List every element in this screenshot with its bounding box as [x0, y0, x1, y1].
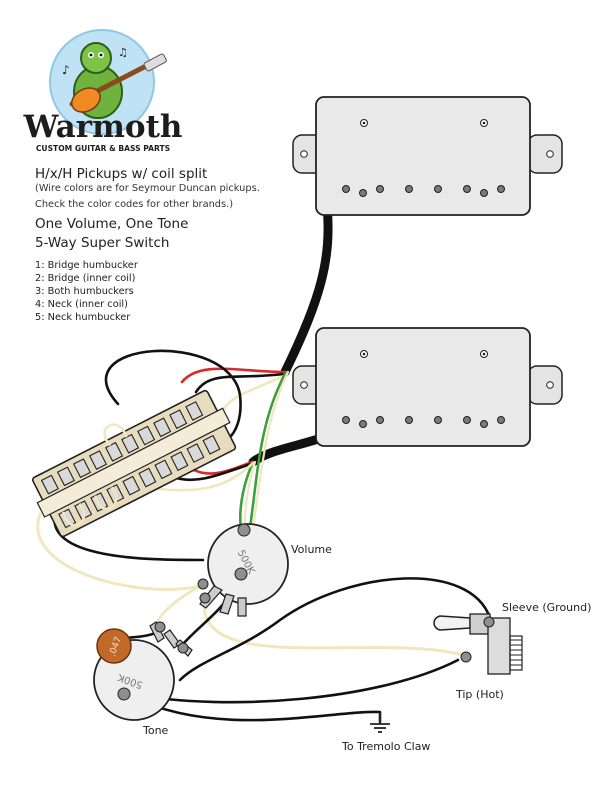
switch-position-item: 1: Bridge humbucker: [35, 260, 138, 271]
brand-tagline: CUSTOM GUITAR & BASS PARTS: [36, 144, 170, 153]
switch-jumpers: [62, 423, 128, 527]
switch-positions-list: 1: Bridge humbucker 2: Bridge (inner coi…: [35, 259, 295, 324]
solder-joint: [460, 651, 472, 663]
tip-label: Tip (Hot): [456, 688, 504, 701]
volume-label: Volume: [291, 543, 332, 556]
mount-hole: [546, 381, 554, 389]
switch-position-item: 2: Bridge (inner coil): [35, 273, 136, 284]
brand-name: Warmoth: [23, 109, 183, 145]
tone-label: Tone: [143, 724, 169, 737]
solder-joint: [199, 592, 211, 604]
solder-joint: [117, 687, 131, 701]
jack-plug-tip: [433, 615, 471, 631]
guitar-icon: [71, 87, 101, 113]
ground-icon: [370, 713, 390, 733]
solder-joint: [197, 578, 209, 590]
bridge-humbucker: [292, 96, 563, 216]
pickup-cover: [315, 327, 531, 447]
wire-color-note-line-2: Check the color codes for other brands.): [35, 199, 234, 210]
solder-joint: [234, 567, 248, 581]
switch-title: 5-Way Super Switch: [35, 235, 170, 251]
tone-capacitor: .047: [96, 628, 132, 664]
pot-lug: [237, 597, 247, 617]
capacitor-body: [96, 628, 132, 664]
switch-position-item: 3: Both humbuckers: [35, 286, 134, 297]
solder-joint: [483, 616, 495, 628]
pot-body: [207, 523, 289, 605]
switch-position-item: 4: Neck (inner coil): [35, 299, 128, 310]
pole-pieces: [342, 416, 505, 428]
switch-lugs-top: [40, 401, 204, 495]
pot-lug: [219, 593, 235, 615]
five-way-super-switch: [31, 389, 237, 538]
diagram-title: H/x/H Pickups w/ coil split: [35, 166, 208, 182]
music-note-icon: ♫: [118, 46, 128, 59]
pickup-mount-tab: [527, 134, 563, 174]
sleeve-label: Sleeve (Ground): [502, 601, 592, 614]
switch-position-item: 5: Neck humbucker: [35, 312, 131, 323]
output-jack: [433, 613, 523, 675]
neck-humbucker: [292, 327, 563, 447]
solder-joint: [154, 621, 166, 633]
switch-plate: [36, 407, 231, 518]
mount-hole: [546, 150, 554, 158]
solder-joint: [177, 642, 189, 654]
pickup-cover: [315, 96, 531, 216]
pickup-mount-tab: [527, 365, 563, 405]
mount-hole: [300, 381, 308, 389]
volume-pot: 500K: [197, 523, 289, 617]
warmoth-logo: ♪ ♫ Warmoth CUSTOM GUITAR & BASS PARTS: [23, 29, 183, 153]
mount-hole: [300, 150, 308, 158]
jack-thread: [510, 639, 522, 666]
bridge-pickup-cable: [280, 200, 333, 377]
title-block: H/x/H Pickups w/ coil split (Wire colors…: [35, 166, 295, 324]
controls-title: One Volume, One Tone: [35, 216, 189, 232]
music-note-icon: ♪: [62, 63, 70, 77]
pole-pieces: [342, 185, 505, 197]
solder-joint: [237, 523, 251, 537]
wire-color-note-line-1: (Wire colors are for Seymour Duncan pick…: [35, 183, 260, 194]
pot-lug: [149, 621, 165, 643]
ground-label: To Tremolo Claw: [342, 740, 431, 753]
